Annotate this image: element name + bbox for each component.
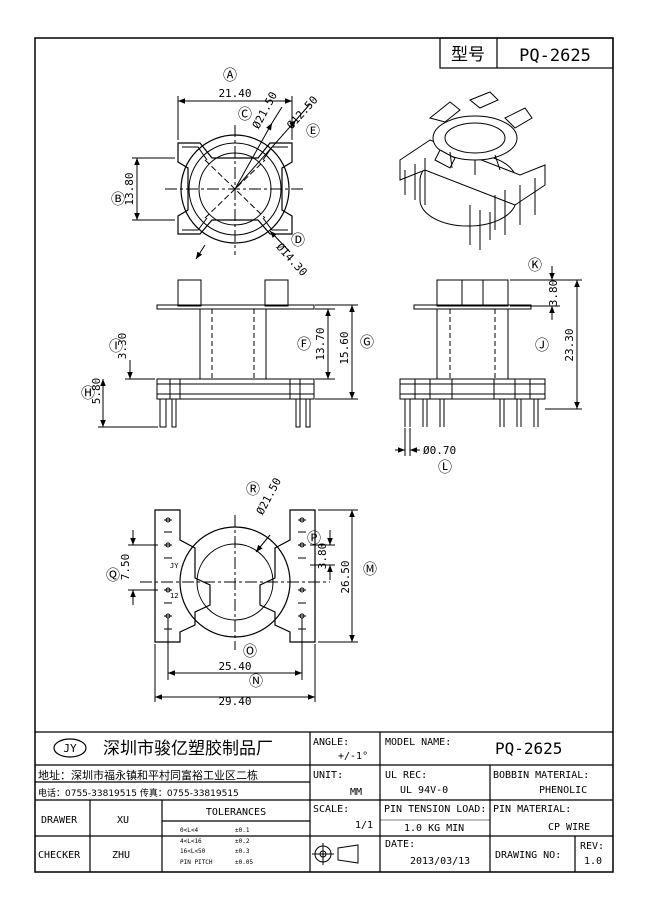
company-name: 深圳市骏亿塑胶制品厂 — [103, 739, 273, 759]
tol-value-1: ±0.2 — [235, 838, 250, 845]
marker-p: Ⓟ — [307, 531, 321, 547]
bobbin-value: PHENOLIC — [539, 785, 587, 796]
header-part-number: PQ-2625 — [519, 46, 591, 66]
header-type-label: 型号 — [451, 45, 485, 65]
dim-o: 25.40 — [218, 660, 251, 673]
dim-p: 3.80 — [316, 543, 329, 570]
checker-value: ZHU — [112, 850, 130, 861]
dim-j: 23.30 — [563, 328, 576, 361]
tol-range-2: 16<L<50 — [180, 848, 206, 855]
dim-a: 21.40 — [218, 87, 251, 100]
dim-h: 5.80 — [90, 378, 103, 405]
scale-label: SCALE: — [313, 804, 349, 815]
dim-q: 7.50 — [119, 554, 132, 581]
date-label: DATE: — [385, 839, 415, 850]
model-value: PQ-2625 — [495, 739, 562, 758]
company-logo-text: JY — [63, 742, 77, 755]
dim-f: 13.70 — [314, 327, 327, 360]
tol-range-3: PIN PITCH — [180, 859, 213, 866]
tol-range-0: 0<L<4 — [180, 827, 198, 834]
angle-label: ANGLE: — [313, 737, 349, 748]
pin-label-12: 12 — [170, 592, 178, 600]
scale-value: 1/1 — [355, 820, 373, 831]
projection-symbol-icon — [312, 843, 359, 865]
company-address: 地址：深圳市福永镇和平村同富裕工业区二栋 — [38, 768, 258, 782]
marker-e: Ⓔ — [306, 124, 320, 140]
ul-value: UL 94V-0 — [400, 785, 448, 796]
drawer-label: DRAWER — [41, 815, 78, 826]
tol-value-3: ±0.05 — [235, 859, 253, 866]
model-label: MODEL NAME: — [385, 737, 451, 748]
marker-o: Ⓞ — [243, 644, 257, 660]
company-phone: 电话：0755-33819515 传真：0755-33819515 — [38, 787, 239, 799]
company-logo: JY — [53, 738, 87, 758]
bobbin-label: BOBBIN MATERIAL: — [493, 770, 589, 781]
marker-h: Ⓗ — [81, 386, 95, 402]
drawing-no-label: DRAWING NO: — [495, 850, 561, 861]
front-view-labels: 13.70 Ⓕ 15.60 Ⓖ Ⓘ 3.30 Ⓗ 5.80 — [81, 327, 374, 404]
date-value: 2013/03/13 — [410, 856, 470, 867]
unit-value: MM — [350, 787, 362, 798]
marker-j: Ⓙ — [535, 338, 549, 354]
marker-a: Ⓐ — [223, 68, 237, 84]
top-view-labels: Ⓐ 21.40 Ⓑ 13.80 Ⓒ Ø21.50 Ø12.50 Ⓔ Ⓓ Ø14.… — [111, 68, 321, 279]
marker-d: Ⓓ — [291, 233, 305, 249]
marker-i: Ⓘ — [109, 339, 123, 355]
ul-label: UL REC: — [385, 770, 427, 781]
sheet-border — [34, 37, 614, 873]
bottom-view — [128, 509, 358, 702]
tol-range-1: 4<L<16 — [180, 838, 202, 845]
marker-r: Ⓡ — [246, 482, 260, 498]
pin-material-label: PIN MATERIAL: — [493, 804, 571, 815]
dim-c: Ø21.50 — [250, 90, 280, 131]
isometric-view — [399, 91, 546, 250]
drawer-value: XU — [117, 815, 129, 826]
marker-n: Ⓝ — [249, 674, 263, 690]
checker-label: CHECKER — [38, 850, 81, 861]
tol-value-2: ±0.3 — [235, 848, 250, 855]
marker-f: Ⓕ — [297, 337, 311, 353]
pin-label-jy: JY — [170, 562, 179, 570]
marker-l: Ⓛ — [438, 460, 452, 476]
tol-value-0: ±0.1 — [235, 827, 250, 834]
side-view-labels: Ⓚ 3.80 Ⓙ 23.30 Ø0.70 Ⓛ — [423, 258, 576, 476]
marker-q: Ⓠ — [106, 568, 120, 584]
rev-label: REV: — [580, 841, 604, 852]
marker-m: Ⓜ — [363, 562, 377, 578]
front-view — [98, 279, 358, 428]
header-box: 型号 PQ-2625 — [439, 37, 614, 69]
marker-c: Ⓒ — [238, 107, 252, 123]
title-block-text: JY 深圳市骏亿塑胶制品厂 地址：深圳市福永镇和平村同富裕工业区二栋 电话：07… — [38, 737, 604, 867]
angle-value: +/-1° — [338, 751, 368, 762]
pin-tension-value: 1.0 KG MIN — [404, 823, 464, 834]
marker-b: Ⓑ — [111, 192, 125, 208]
top-view — [132, 96, 311, 260]
dim-b: 13.80 — [123, 172, 136, 205]
rev-value: 1.0 — [584, 856, 602, 867]
marker-g: Ⓖ — [360, 335, 374, 351]
title-block-grid — [35, 731, 613, 872]
dim-n: 29.40 — [218, 695, 251, 708]
dim-m: 26.50 — [339, 560, 352, 593]
dim-k: 3.80 — [547, 280, 560, 307]
dim-l: Ø0.70 — [423, 444, 456, 457]
pin-tension-label: PIN TENSION LOAD: — [384, 804, 486, 815]
side-view — [395, 266, 582, 456]
tolerances-label: TOLERANCES — [206, 807, 266, 818]
pin-material-value: CP WIRE — [548, 822, 590, 833]
dim-i: 3.30 — [116, 333, 129, 360]
dim-g: 15.60 — [338, 331, 351, 364]
unit-label: UNIT: — [313, 770, 343, 781]
marker-k: Ⓚ — [528, 258, 542, 274]
